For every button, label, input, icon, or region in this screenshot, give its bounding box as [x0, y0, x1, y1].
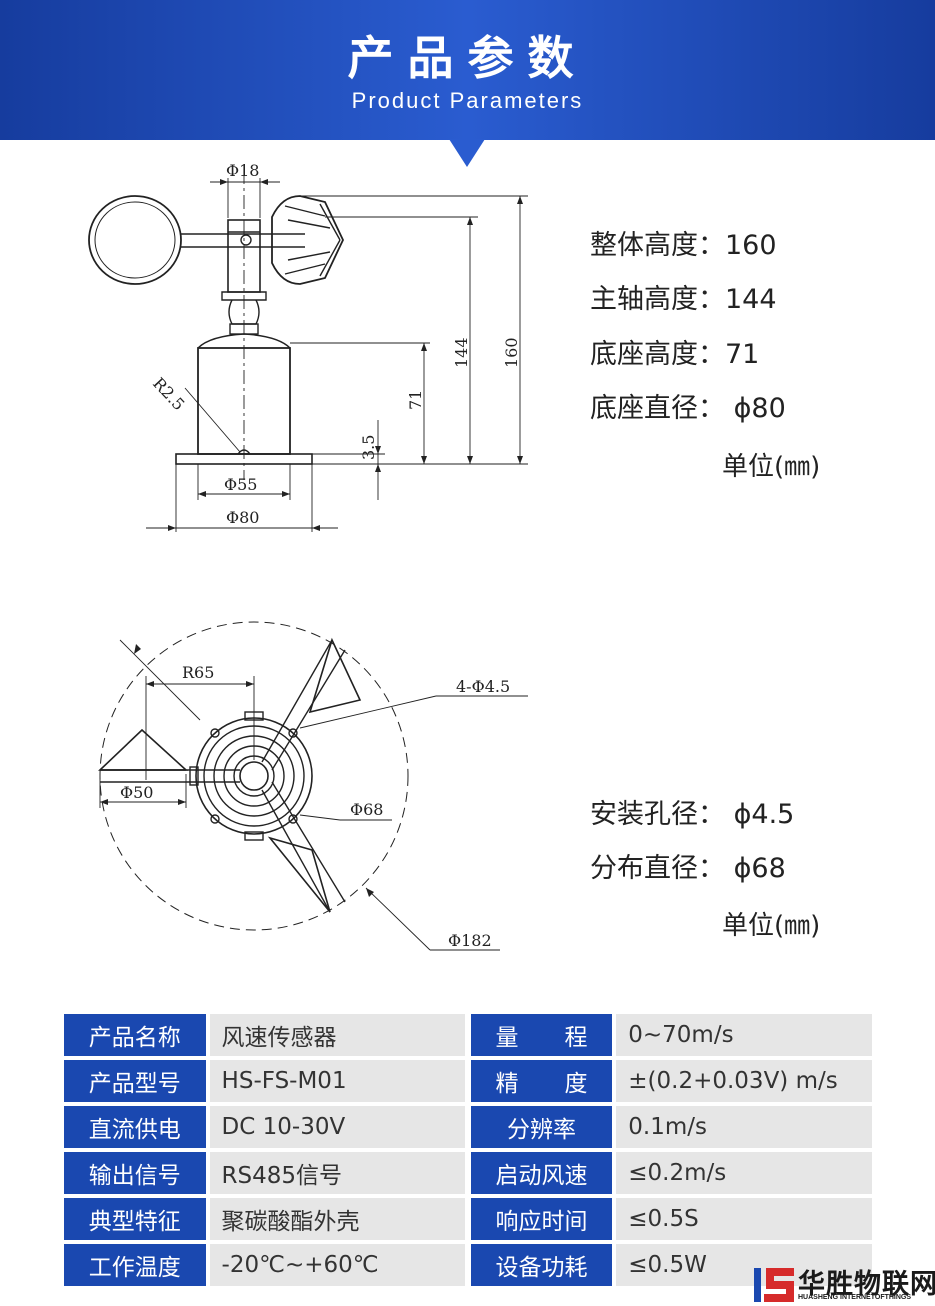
table-value: 0.1m/s — [612, 1106, 872, 1148]
table-value: 风速传感器 — [205, 1014, 465, 1056]
table-row: 产品型号 HS-FS-M01 精 度 ±(0.2+0.03V) m/s — [64, 1060, 872, 1102]
spec-overall-height: 整体高度：160 — [590, 230, 777, 261]
page-subtitle: Product Parameters — [351, 88, 584, 113]
table-label: 典型特征 — [64, 1198, 206, 1240]
dim-h144: 144 — [452, 337, 471, 368]
table-label: 产品型号 — [64, 1060, 206, 1102]
side-view-drawing: Φ18 160 144 71 3.5 R2.5 Φ55 — [88, 161, 528, 532]
header-banner: 产品参数 Product Parameters — [0, 0, 935, 140]
table-label: 设备功耗 — [470, 1244, 613, 1286]
specs-table: 产品名称 风速传感器 量 程 0~70m/s 产品型号 HS-FS-M01 精 … — [64, 1010, 872, 1290]
dim-h160: 160 — [502, 337, 521, 368]
dim-d80: Φ80 — [226, 508, 259, 527]
table-label: 输出信号 — [64, 1152, 206, 1194]
table-row: 直流供电 DC 10-30V 分辨率 0.1m/s — [64, 1106, 872, 1148]
unit-label-top: 单位(㎜) — [722, 452, 821, 482]
page-title: 产品参数 — [347, 31, 588, 85]
table-label: 精 度 — [470, 1060, 613, 1102]
dim-d182: Φ182 — [448, 931, 492, 950]
table-value: ≤0.5S — [612, 1198, 872, 1240]
spec-distribution-diameter: 分布直径： ϕ68 — [590, 853, 786, 884]
spec-base-diameter: 底座直径： ϕ80 — [590, 393, 786, 424]
table-row: 产品名称 风速传感器 量 程 0~70m/s — [64, 1014, 872, 1056]
spec-hole-diameter: 安装孔径： ϕ4.5 — [590, 799, 795, 830]
table-row: 典型特征 聚碳酸酯外壳 响应时间 ≤0.5S — [64, 1198, 872, 1240]
table-label: 直流供电 — [64, 1106, 206, 1148]
table-value: DC 10-30V — [205, 1106, 465, 1148]
technical-drawing: Φ18 160 144 71 3.5 R2.5 Φ55 — [88, 161, 528, 951]
table-value: RS485信号 — [205, 1152, 465, 1194]
table-value: 0~70m/s — [612, 1014, 872, 1056]
table-label: 量 程 — [470, 1014, 613, 1056]
dim-h35: 3.5 — [359, 435, 378, 460]
header-notch — [449, 139, 485, 167]
table-value: -20℃~+60℃ — [205, 1244, 465, 1286]
table-value: HS-FS-M01 — [205, 1060, 465, 1102]
dim-d55: Φ55 — [224, 475, 257, 494]
table-label: 响应时间 — [470, 1198, 613, 1240]
dim-h71: 71 — [406, 390, 425, 410]
table-row: 工作温度 -20℃~+60℃ 设备功耗 ≤0.5W — [64, 1244, 872, 1286]
dim-r25: R2.5 — [149, 374, 188, 414]
spec-base-height: 底座高度：71 — [590, 339, 760, 370]
table-value: 聚碳酸酯外壳 — [205, 1198, 465, 1240]
dim-r65: R65 — [182, 663, 214, 682]
logo-tagline: HUASHENG INTERNETOFTHINGS — [798, 1294, 912, 1301]
table-label: 分辨率 — [470, 1106, 613, 1148]
brand-logo: 华胜物联网 HUASHENG INTERNETOFTHINGS — [750, 1262, 935, 1306]
spec-shaft-height: 主轴高度：144 — [590, 284, 777, 315]
unit-label-bottom: 单位(㎜) — [722, 911, 821, 941]
dim-d68: Φ68 — [350, 800, 383, 819]
table-row: 输出信号 RS485信号 启动风速 ≤0.2m/s — [64, 1152, 872, 1194]
logo-name: 华胜物联网 — [798, 1269, 935, 1300]
table-label: 启动风速 — [470, 1152, 613, 1194]
dim-d50: Φ50 — [120, 783, 153, 802]
table-label: 工作温度 — [64, 1244, 206, 1286]
table-label: 产品名称 — [64, 1014, 206, 1056]
table-value: ≤0.5W — [612, 1244, 872, 1286]
logo-mark-icon — [754, 1268, 794, 1302]
dim-d18: Φ18 — [226, 161, 259, 180]
top-view-drawing: R65 4-Φ4.5 Φ68 Φ50 Φ182 — [98, 621, 528, 951]
dim-hole: 4-Φ4.5 — [456, 677, 510, 696]
table-value: ≤0.2m/s — [612, 1152, 872, 1194]
table-value: ±(0.2+0.03V) m/s — [612, 1060, 872, 1102]
